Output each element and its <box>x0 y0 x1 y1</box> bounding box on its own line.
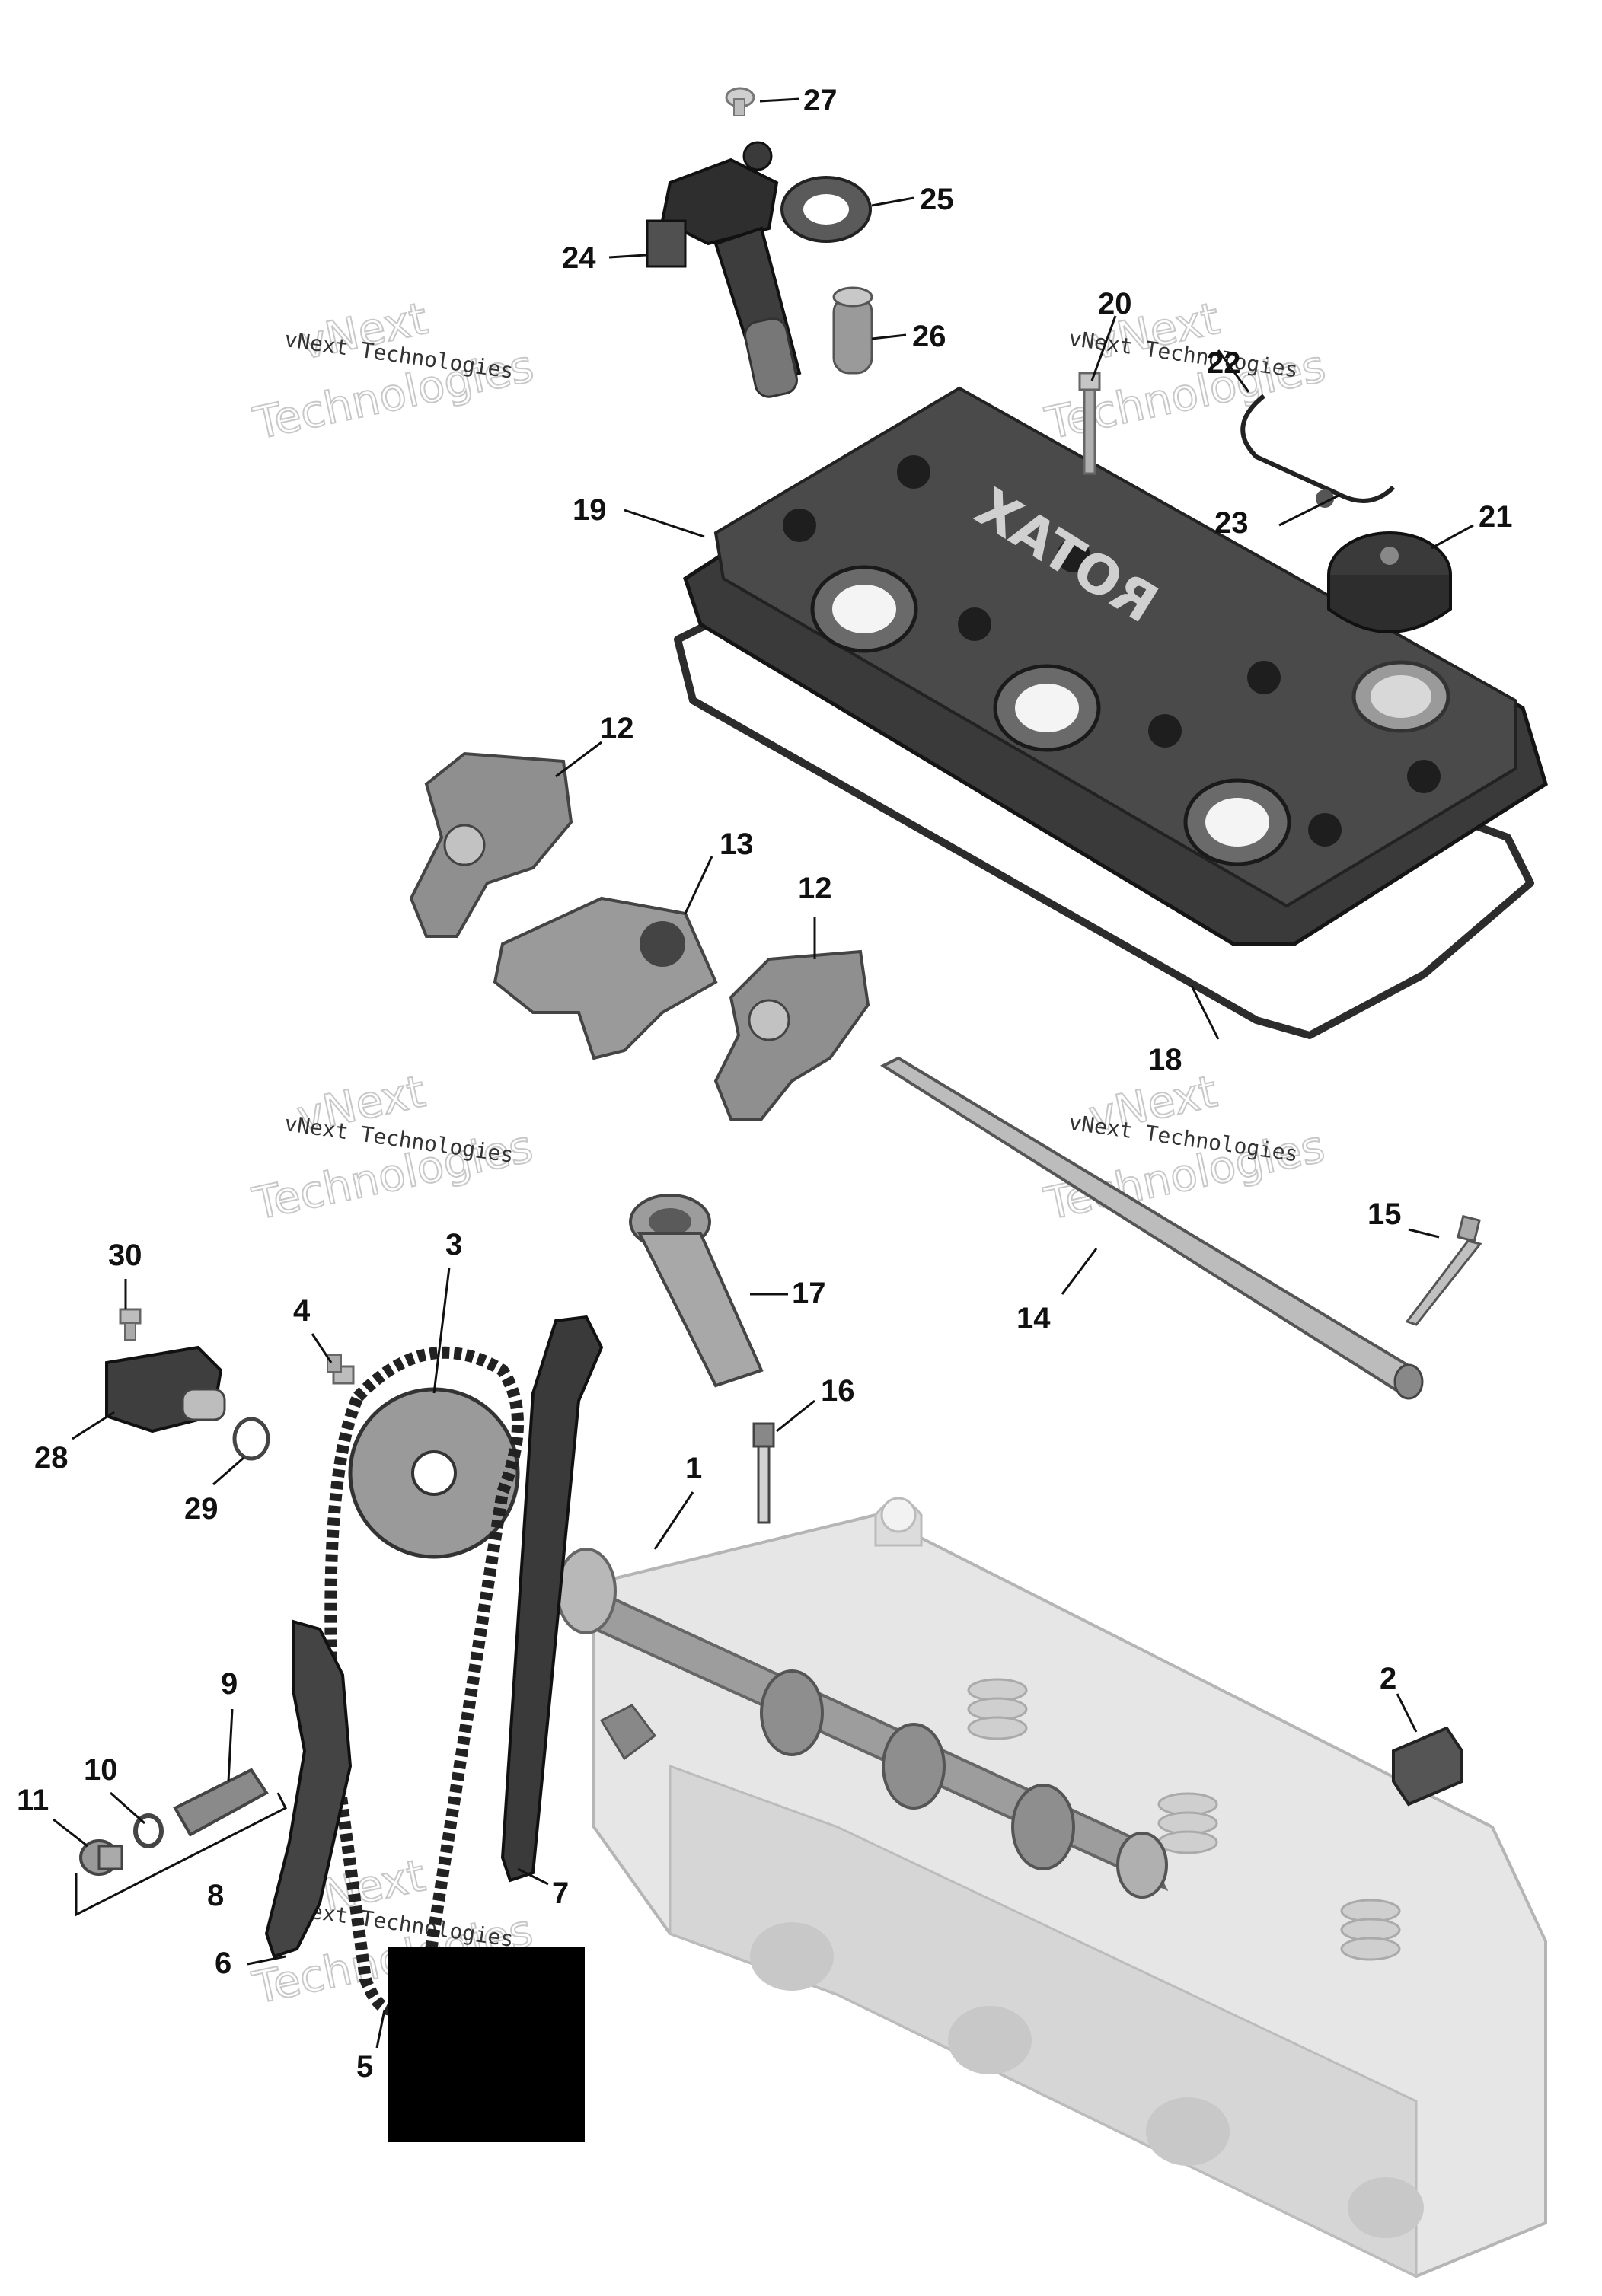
ignition-coil-part <box>646 141 802 398</box>
valve-cover: ROTAX <box>683 386 1548 946</box>
callout-27: 27 <box>803 84 838 117</box>
head-sensor <box>599 1704 657 1761</box>
callout-5: 5 <box>356 2050 373 2084</box>
head-bolt-part <box>1405 1214 1482 1326</box>
callout-12b: 12 <box>798 872 832 905</box>
callout-11: 11 <box>17 1784 49 1817</box>
tensioner-guide-part <box>264 1619 353 1959</box>
rocker-arm-part-2 <box>713 949 870 1121</box>
callout-9: 9 <box>221 1667 238 1701</box>
callout-17: 17 <box>792 1277 826 1310</box>
sprocket-screw-part <box>327 1354 355 1385</box>
callout-13: 13 <box>720 828 754 861</box>
boot-part <box>832 286 873 375</box>
callout-18: 18 <box>1148 1043 1182 1076</box>
callout-14: 14 <box>1016 1302 1051 1335</box>
plug-cap-part <box>1392 1726 1463 1807</box>
callout-12a: 12 <box>600 712 634 745</box>
callout-30: 30 <box>108 1239 142 1272</box>
valve-spring <box>1340 1899 1401 1961</box>
callout-23: 23 <box>1214 506 1249 540</box>
callout-20: 20 <box>1098 287 1132 320</box>
callout-29: 29 <box>184 1492 219 1526</box>
o-ring-part <box>232 1417 270 1461</box>
callouts: 27 25 24 26 20 22 23 21 19 18 12 13 12 1… <box>17 84 1513 2084</box>
callout-21: 21 <box>1479 500 1513 534</box>
callout-25: 25 <box>920 183 954 216</box>
callout-26: 26 <box>912 320 946 353</box>
tensioner-part <box>173 1768 269 1837</box>
screw-part <box>725 87 755 116</box>
rocker-arm-part <box>409 751 573 938</box>
redaction-box <box>388 1947 585 2142</box>
plug-part <box>79 1839 123 1876</box>
valve-spring <box>967 1678 1028 1740</box>
spark-plug-tube-part <box>629 1194 764 1388</box>
rocker-arm-center-part <box>493 896 718 1060</box>
callout-15: 15 <box>1367 1197 1402 1231</box>
callout-7: 7 <box>552 1877 569 1910</box>
chain-guide-part <box>500 1315 604 1883</box>
callout-2: 2 <box>1380 1662 1396 1695</box>
bracket-8 <box>75 1792 288 1917</box>
camshaft <box>556 1548 1169 1899</box>
callout-16: 16 <box>821 1374 855 1408</box>
rocker-shaft-part <box>879 1056 1424 1400</box>
callout-4: 4 <box>293 1294 311 1328</box>
oil-cap-part <box>1327 531 1452 633</box>
callout-8: 8 <box>207 1879 224 1912</box>
sensor-screw-part <box>119 1308 142 1341</box>
callout-10: 10 <box>84 1753 118 1787</box>
strap-part <box>1240 394 1396 508</box>
leader-lines <box>53 97 1474 2049</box>
cam-sensor-part <box>105 1345 226 1433</box>
gasket-ring-part <box>133 1813 164 1848</box>
bolt-20-part <box>1078 372 1101 475</box>
callout-3: 3 <box>445 1228 462 1261</box>
callout-1: 1 <box>685 1452 702 1485</box>
callout-22: 22 <box>1207 346 1241 380</box>
callout-6: 6 <box>215 1947 231 1980</box>
valve-spring <box>1157 1792 1218 1854</box>
callout-28: 28 <box>34 1441 69 1475</box>
cylinder-head <box>592 1497 1547 2278</box>
callout-19: 19 <box>573 493 607 527</box>
callout-24: 24 <box>562 241 596 275</box>
seal-part <box>780 176 872 243</box>
spark-plug-part <box>752 1422 775 1524</box>
